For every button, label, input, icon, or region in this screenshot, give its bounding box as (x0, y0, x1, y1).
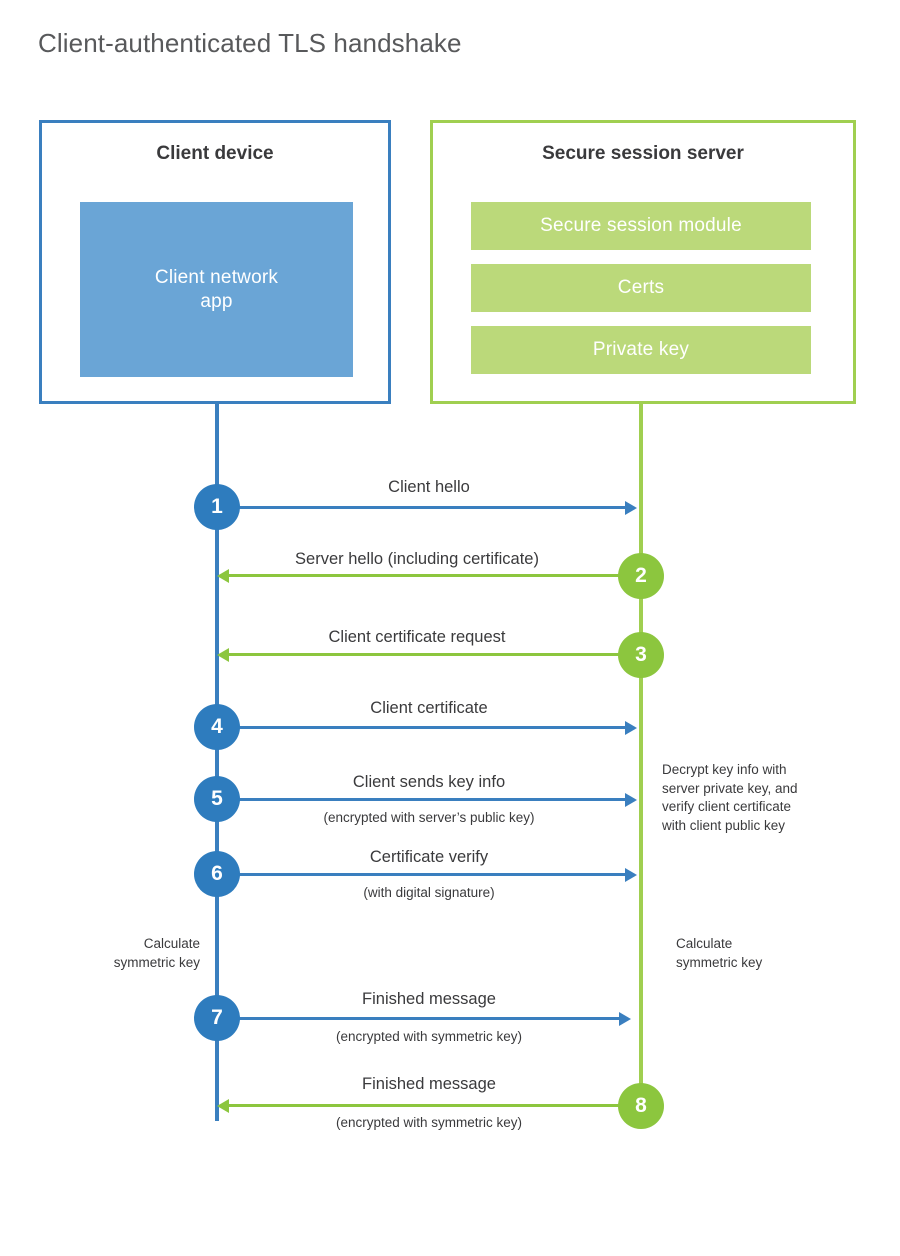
step-1-label: Client hello (388, 478, 470, 496)
client-network-app-block: Client network app (80, 202, 353, 377)
step-1-arrow-head (625, 501, 637, 515)
step-1-arrow-line (217, 506, 627, 509)
secure-session-server-title: Secure session server (542, 143, 744, 164)
step-3-arrow-head (217, 648, 229, 662)
step-7-arrow-head (619, 1012, 631, 1026)
step-4-arrow-head (625, 721, 637, 735)
step-8-arrow-line (229, 1104, 625, 1107)
step-1-circle[interactable]: 1 (194, 484, 240, 530)
server-calculate-symmetric-key-note: Calculate symmetric key (676, 936, 763, 970)
step-3-circle[interactable]: 3 (618, 632, 664, 678)
server-lifeline (639, 403, 643, 1106)
client-device-title: Client device (156, 143, 274, 164)
step-2-arrow-head (217, 569, 229, 583)
client-device-box: Client device Client network app (39, 120, 391, 404)
step-8-arrow-head (217, 1099, 229, 1113)
secure-session-server-box: Secure session server Secure session mod… (430, 120, 856, 404)
step-6-arrow-line (217, 873, 627, 876)
step-4-label: Client certificate (370, 699, 488, 717)
step-6-sublabel: (with digital signature) (363, 885, 495, 900)
step-5-sublabel: (encrypted with server’s public key) (323, 810, 535, 825)
step-5-circle[interactable]: 5 (194, 776, 240, 822)
server-item-certs: Certs (471, 264, 811, 312)
step-3-arrow-line (229, 653, 625, 656)
step-8-label: Finished message (362, 1075, 496, 1093)
step-4-circle[interactable]: 4 (194, 704, 240, 750)
step-5-arrow-line (217, 798, 627, 801)
step-7-sublabel: (encrypted with symmetric key) (335, 1029, 523, 1044)
step-6-arrow-head (625, 868, 637, 882)
page-title: Client-authenticated TLS handshake (38, 28, 462, 58)
step-8-circle[interactable]: 8 (618, 1083, 664, 1129)
step-8-sublabel: (encrypted with symmetric key) (335, 1115, 523, 1130)
step-4-arrow-line (217, 726, 627, 729)
step-5-arrow-head (625, 793, 637, 807)
client-calculate-symmetric-key-note: Calculate symmetric key (113, 936, 200, 970)
step-2-circle[interactable]: 2 (618, 553, 664, 599)
step-3-label: Client certificate request (328, 628, 506, 646)
server-decrypt-note: Decrypt key info with server private key… (662, 762, 798, 833)
step-7-circle[interactable]: 7 (194, 995, 240, 1041)
step-2-label: Server hello (including certificate) (295, 550, 539, 568)
server-item-secure-session-module: Secure session module (471, 202, 811, 250)
step-6-label: Certificate verify (369, 848, 489, 866)
step-2-arrow-line (229, 574, 625, 577)
client-lifeline (215, 403, 219, 1121)
step-7-label: Finished message (362, 990, 496, 1008)
server-item-private-key: Private key (471, 326, 811, 374)
step-5-label: Client sends key info (352, 773, 506, 791)
step-6-circle[interactable]: 6 (194, 851, 240, 897)
step-7-arrow-line (217, 1017, 621, 1020)
